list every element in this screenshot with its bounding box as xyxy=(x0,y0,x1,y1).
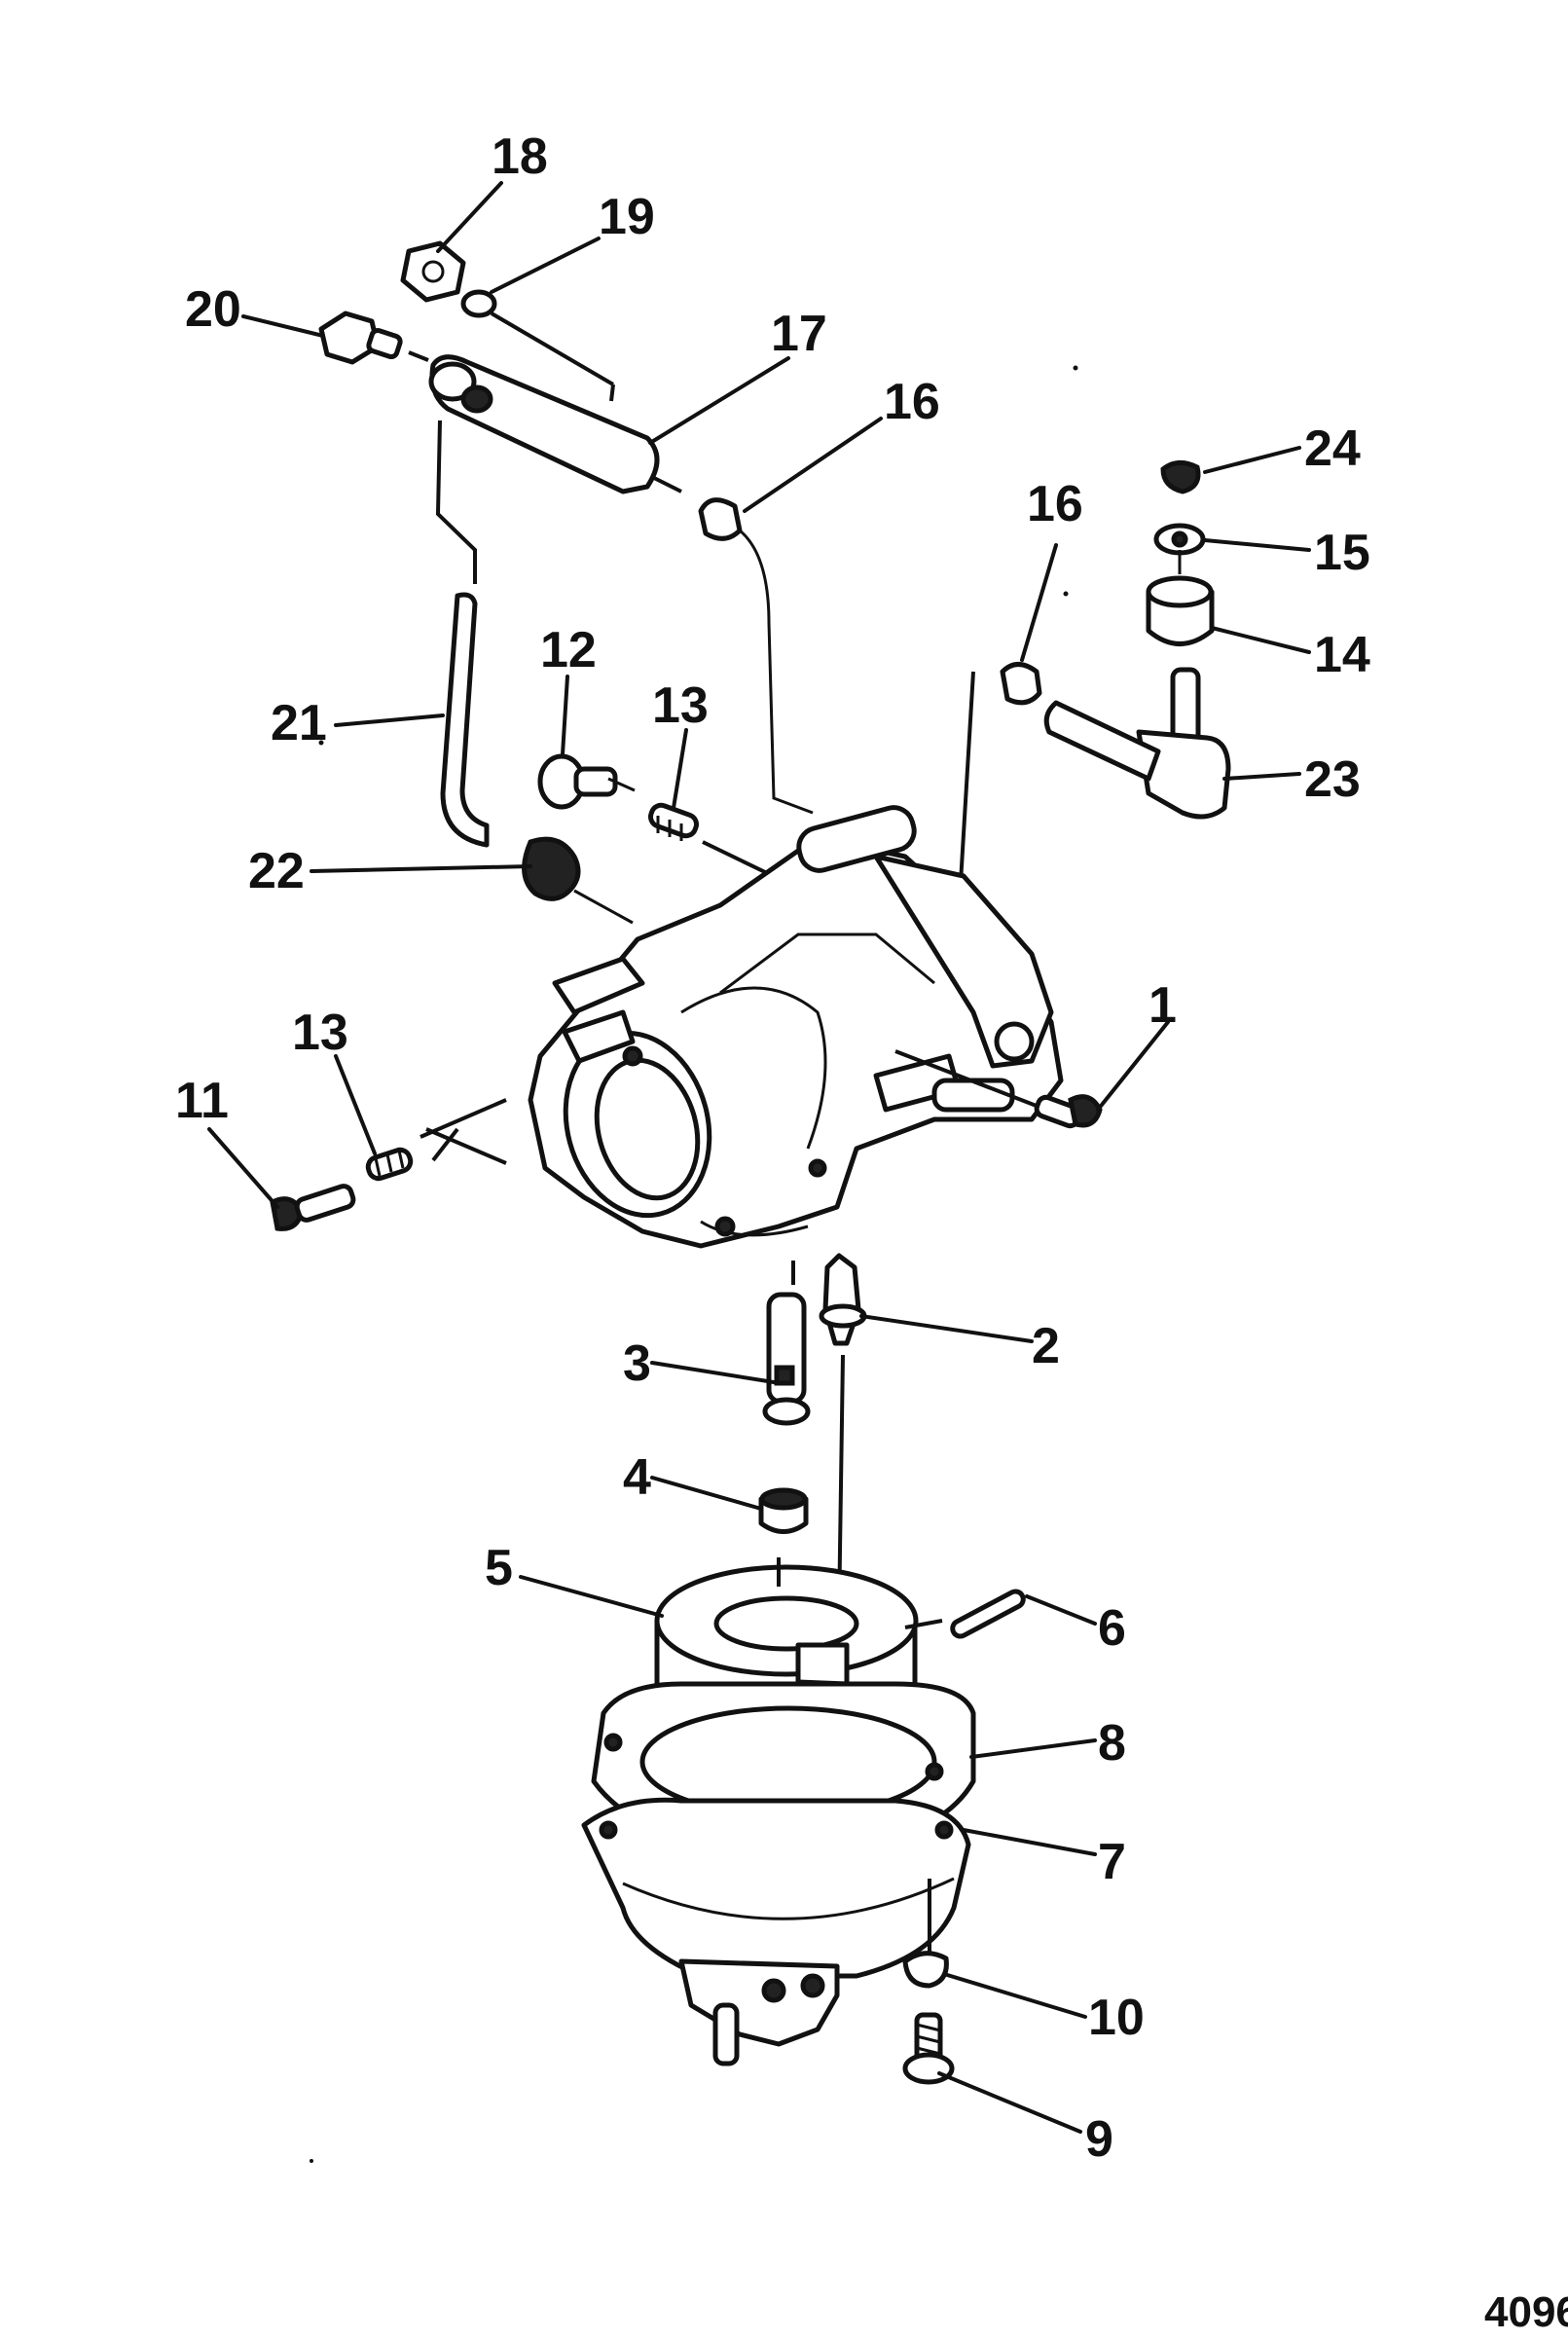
part-7-float-bowl xyxy=(581,1797,971,2066)
part-11-screw xyxy=(270,1184,356,1231)
callout-16-upper: 16 xyxy=(884,374,940,430)
part-23-bracket xyxy=(1043,667,1231,820)
part-19-clip xyxy=(460,289,615,402)
carburetor-body xyxy=(425,805,1064,1249)
part-16-fitting-upper xyxy=(698,497,814,815)
callout-8: 8 xyxy=(1098,1715,1126,1772)
callout-16-right: 16 xyxy=(1027,476,1083,532)
figure-number: 40964 xyxy=(1484,2288,1568,2336)
callout-19: 19 xyxy=(599,189,655,245)
part-16-fitting-right xyxy=(957,662,1042,916)
callout-13-lower: 13 xyxy=(292,1005,348,1061)
callout-labels: 1 2 3 4 5 6 7 8 9 10 11 12 13 13 14 15 1… xyxy=(175,128,1370,2168)
callout-2: 2 xyxy=(1032,1318,1060,1374)
callout-11: 11 xyxy=(175,1073,229,1129)
part-20-bolt xyxy=(318,311,429,365)
callout-13-upper: 13 xyxy=(652,677,709,734)
callout-1: 1 xyxy=(1149,977,1177,1034)
callout-4: 4 xyxy=(623,1449,651,1506)
callout-20: 20 xyxy=(185,281,241,338)
part-9-bolt xyxy=(902,2012,955,2085)
part-10-washer xyxy=(902,1879,949,1989)
part-14-sleeve xyxy=(1146,550,1215,646)
callout-14: 14 xyxy=(1314,627,1370,683)
callout-6: 6 xyxy=(1098,1600,1126,1657)
callout-15: 15 xyxy=(1314,525,1370,581)
part-13-spring-lower xyxy=(365,1098,507,1182)
callout-12: 12 xyxy=(540,622,597,678)
leader-lines xyxy=(207,181,1311,2134)
callout-7: 7 xyxy=(1098,1834,1126,1890)
part-6-pin xyxy=(904,1589,1026,1639)
part-24-clip xyxy=(1160,460,1201,494)
part-18-nut xyxy=(400,240,466,303)
part-17-link-arm xyxy=(428,354,682,494)
part-21-rod xyxy=(435,420,490,848)
callout-3: 3 xyxy=(623,1335,651,1392)
callout-22: 22 xyxy=(248,843,305,899)
part-15-washer xyxy=(1153,523,1206,556)
callout-9: 9 xyxy=(1085,2111,1113,2168)
part-22-knob xyxy=(522,836,634,925)
callout-5: 5 xyxy=(485,1540,513,1596)
callout-10: 10 xyxy=(1088,1990,1145,2046)
part-3-jet xyxy=(762,1292,811,1426)
callout-17: 17 xyxy=(771,306,827,362)
callout-23: 23 xyxy=(1304,751,1361,808)
callout-21: 21 xyxy=(271,695,327,751)
part-4-plug xyxy=(758,1487,809,1534)
part-13-spring-upper xyxy=(648,802,794,888)
part-12-screw xyxy=(537,753,636,810)
callout-18: 18 xyxy=(492,128,548,185)
callout-24: 24 xyxy=(1304,420,1361,477)
